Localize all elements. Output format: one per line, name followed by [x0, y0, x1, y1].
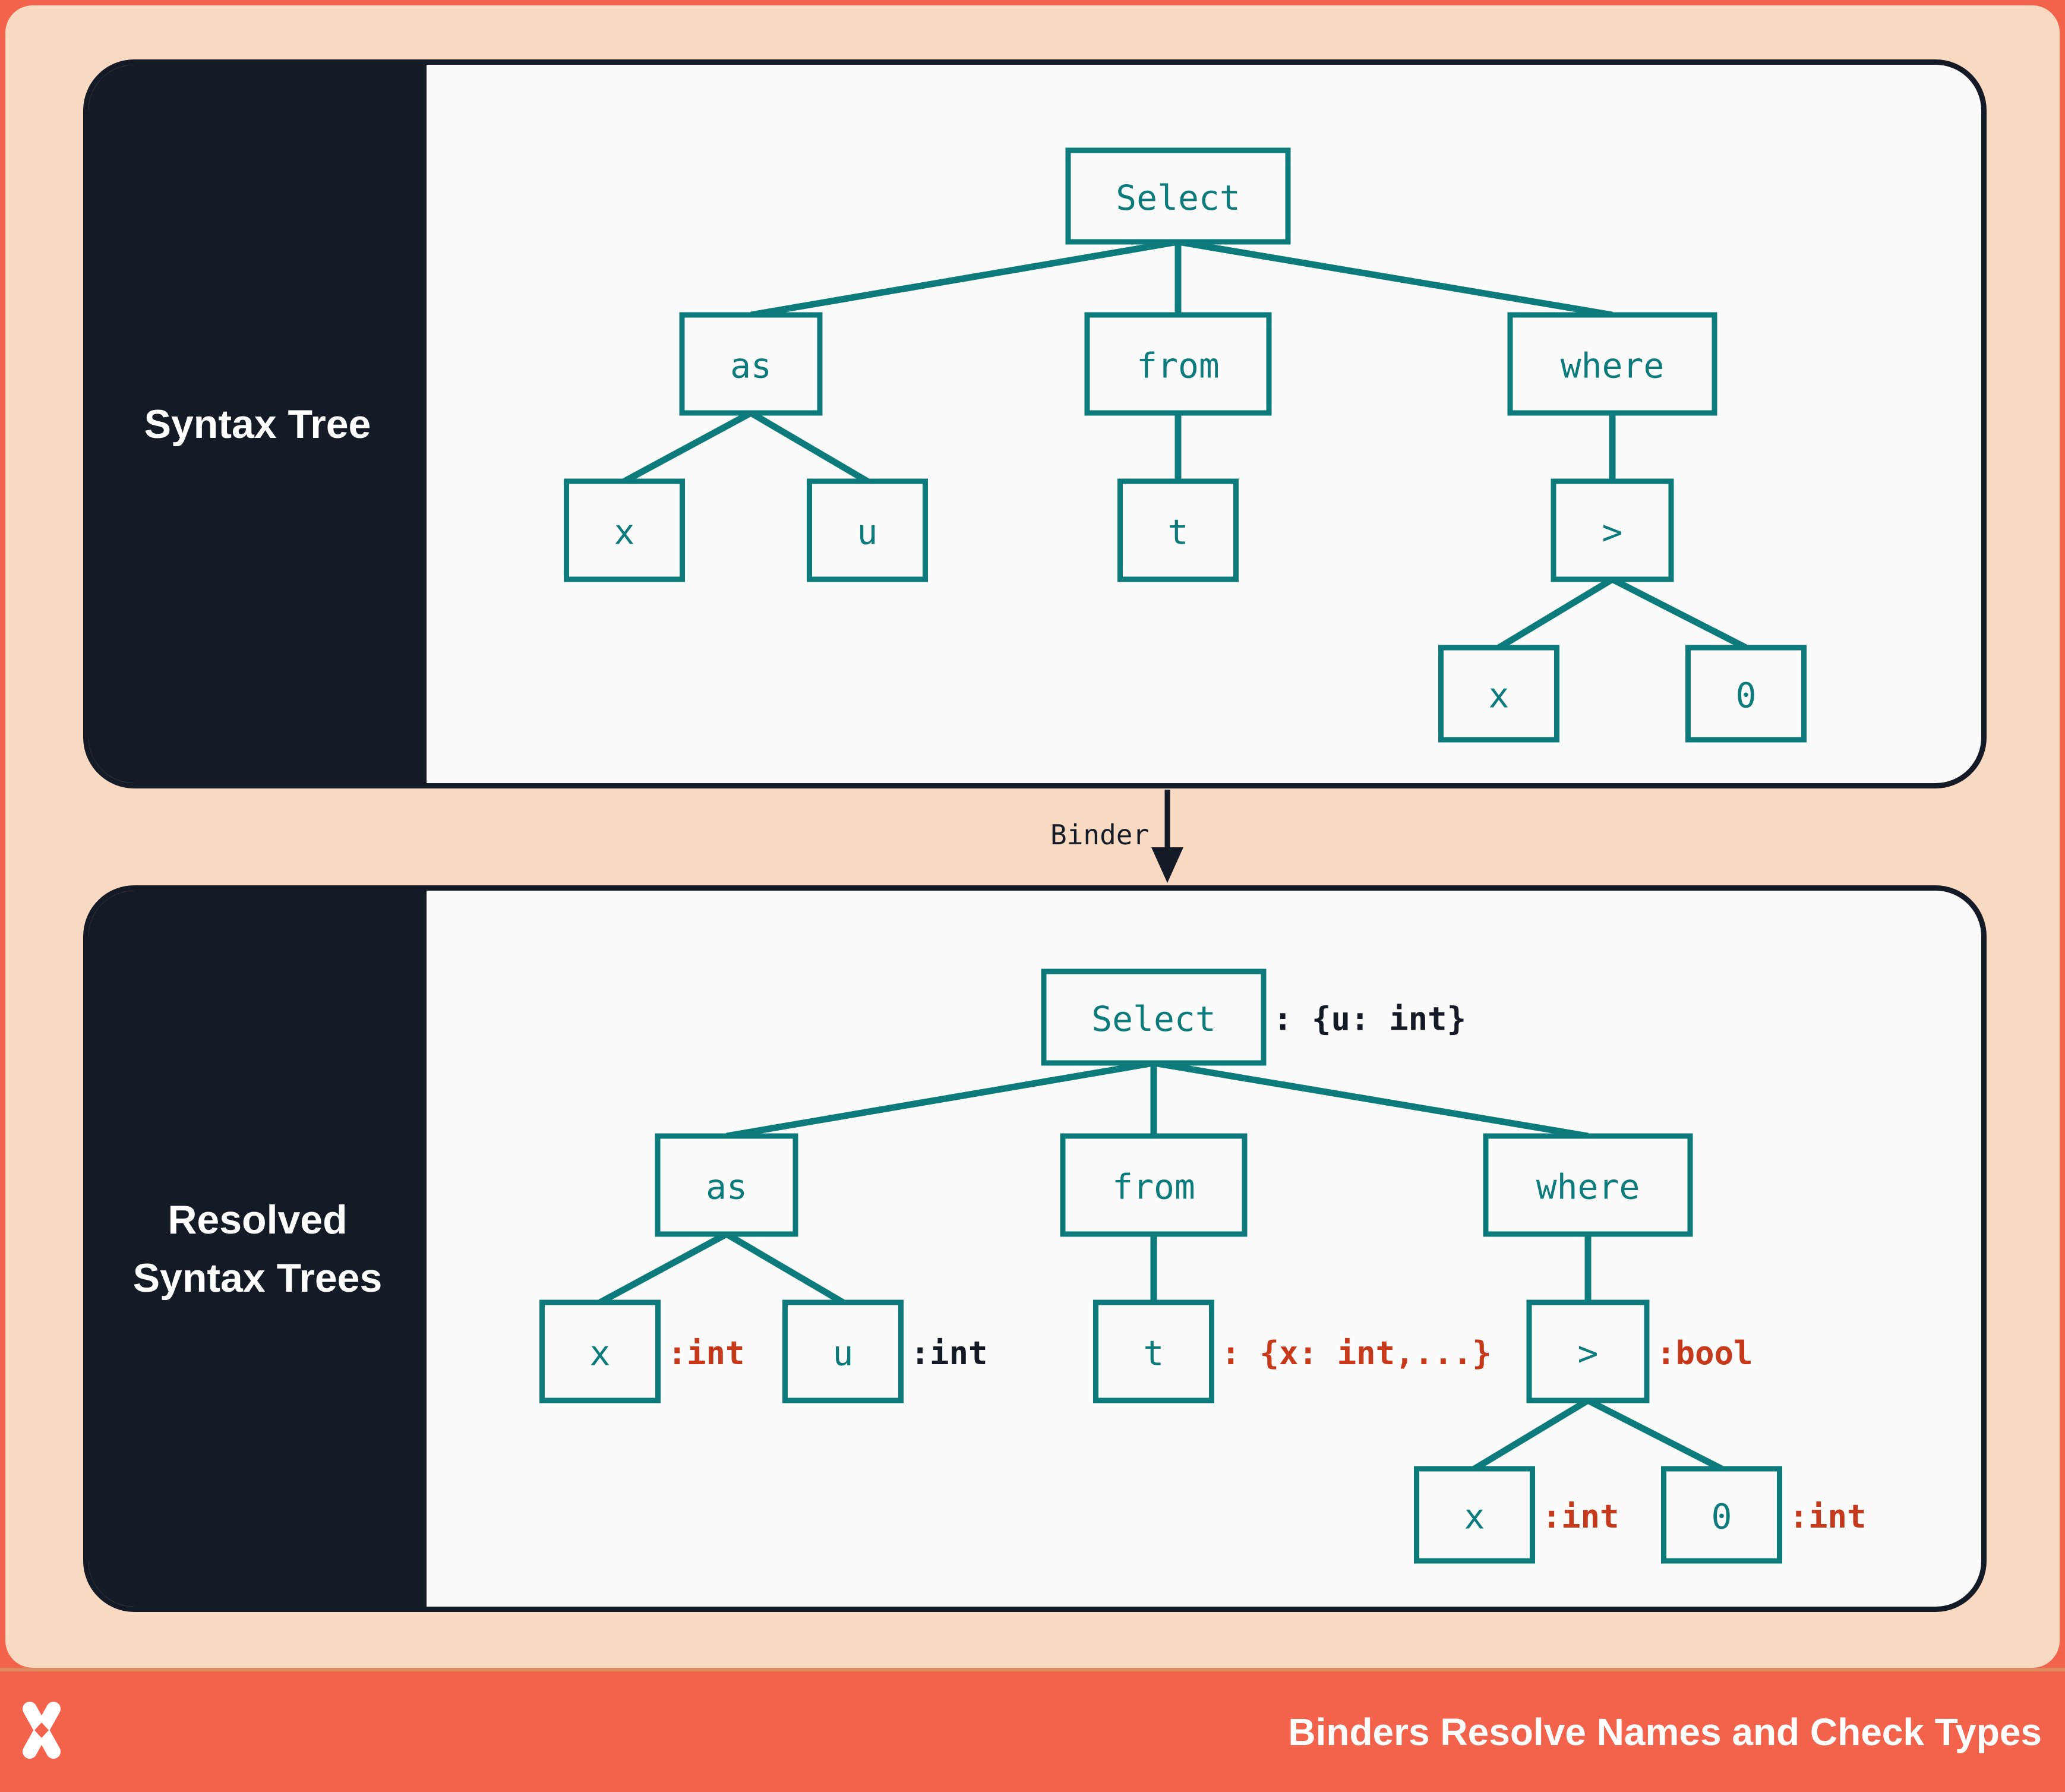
syntax-tree-sidebar: Syntax Tree [89, 65, 427, 783]
syntax-tree-panel: Syntax Tree [83, 59, 1987, 788]
resolved-panel-label-line2: Syntax Trees [132, 1255, 383, 1301]
footer-title: Binders Resolve Names and Check Types [1288, 1710, 2042, 1753]
resolved-panel-label-line1: Resolved [168, 1197, 348, 1242]
resolved-syntax-trees-sidebar: Resolved Syntax Trees [89, 891, 427, 1607]
binder-label: Binder [1050, 819, 1150, 851]
footer-bar: Binders Resolve Names and Check Types [0, 1668, 2065, 1792]
resolved-syntax-trees-panel: Resolved Syntax Trees [83, 885, 1987, 1612]
x-star-logo-icon [23, 1702, 61, 1759]
syntax-tree-panel-label: Syntax Tree [144, 401, 371, 447]
